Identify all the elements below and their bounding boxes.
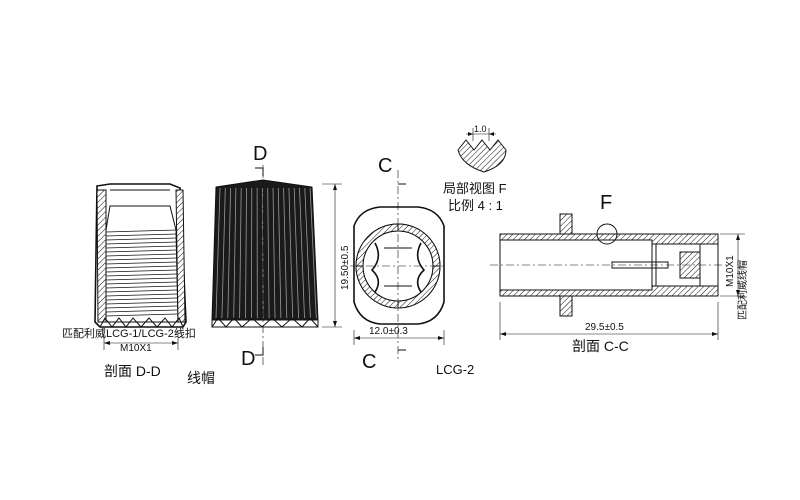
drawing-line [215, 187, 221, 319]
drawing-line [105, 293, 178, 297]
drawing-line [105, 313, 178, 317]
section-cc-view [490, 213, 745, 340]
drawing-line [105, 305, 178, 309]
drawing-line [299, 187, 305, 319]
drawing-line [277, 187, 282, 319]
drawing-line [105, 301, 178, 305]
front-view [350, 170, 446, 360]
detail-f-scale: 比例 4 : 1 [448, 198, 503, 213]
drawing-line [105, 237, 178, 241]
drawing-line [105, 265, 178, 269]
drawing-line [304, 187, 311, 319]
detail-f-title: 局部视图 F [443, 181, 507, 196]
model-label: LCG-2 [436, 362, 474, 377]
drawing-line [283, 187, 288, 319]
drawing-line [105, 277, 178, 281]
letter-d-top: D [253, 143, 267, 165]
drawing-line [221, 187, 226, 319]
letter-c-bottom: C [362, 351, 376, 373]
drawing-line [105, 241, 178, 245]
drawing-line [105, 233, 178, 237]
drawing-line [309, 187, 317, 319]
drawing-line [105, 281, 178, 285]
drawing-line [105, 289, 178, 293]
drawing-line [105, 285, 178, 289]
drawing-line [245, 187, 247, 319]
drawing-line [227, 187, 231, 319]
thread-left-dim: M10X1 [120, 343, 152, 354]
drawing-line [105, 297, 178, 301]
thread-right-dim: M10X1 [725, 255, 736, 287]
height-dim: 19.50±0.5 [340, 245, 351, 290]
detail-f-view [457, 128, 507, 173]
drawing-line [293, 187, 299, 319]
letter-f: F [600, 192, 612, 214]
drawing-line [105, 261, 178, 265]
detail-pitch-dim: 1.0 [474, 124, 487, 134]
drawing-line [267, 187, 270, 319]
length-dim: 29.5±0.5 [585, 322, 624, 333]
drawing-line [105, 249, 178, 253]
dd-thread-lines [105, 229, 178, 317]
drawing-line [105, 269, 178, 273]
drawing-line [105, 309, 178, 313]
drawing-line [105, 229, 178, 233]
cap-ribs [215, 187, 317, 319]
section-dd-label: 剖面 D-D [104, 363, 161, 379]
drawing-line [272, 187, 276, 319]
drawing-line [288, 187, 294, 319]
drawing-line [105, 245, 178, 249]
drawing-line [105, 273, 178, 277]
cap-side-view [211, 165, 342, 367]
section-cc-label: 剖面 C-C [572, 338, 629, 354]
width-dim: 12.0±0.3 [369, 326, 408, 337]
drawing-line [105, 257, 178, 261]
drawing-line [105, 253, 178, 257]
section-dd-view [94, 183, 187, 350]
letter-c-top: C [378, 155, 392, 177]
match-right-note: 匹配利威线帽 [736, 260, 749, 320]
drawing-line [233, 187, 237, 319]
match-left-note: 匹配利威LCG-1/LCG-2线扣 [62, 326, 196, 340]
letter-d-bottom: D [241, 348, 255, 370]
drawing-line [239, 187, 242, 319]
cap-label: 线帽 [187, 370, 215, 386]
